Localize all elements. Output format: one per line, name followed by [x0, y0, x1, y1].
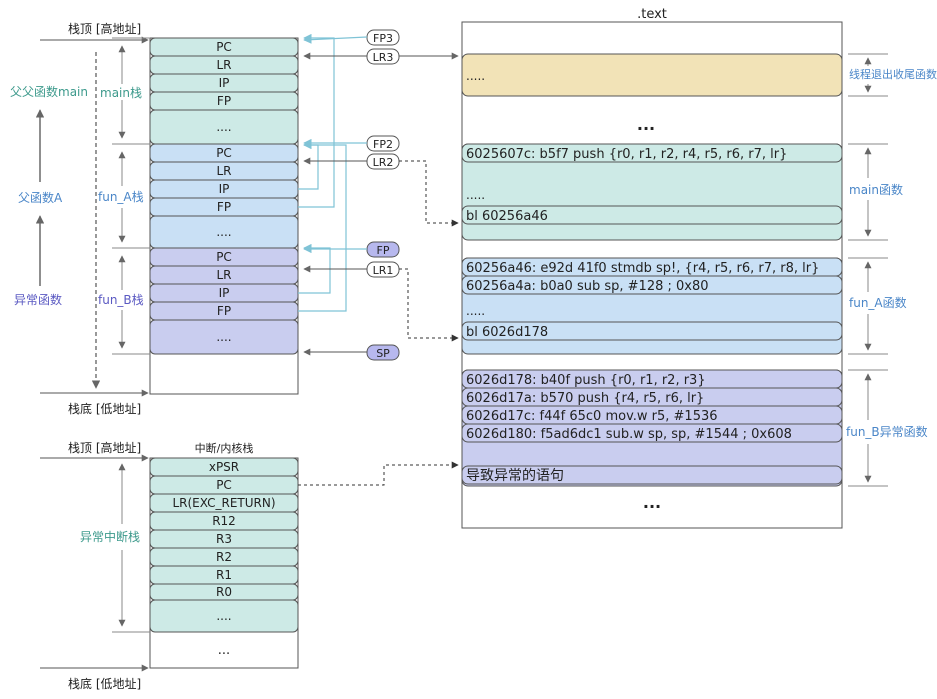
isr-side-label: 异常中断栈 — [80, 529, 140, 544]
pointer-lr1: LR1 — [303, 261, 459, 342]
funa-more: .... — [216, 225, 231, 239]
svg-text:LR2: LR2 — [373, 156, 394, 169]
isr-xpsr: xPSR — [209, 460, 239, 474]
funa-code-0: 60256a46: e92d 41f0 stmdb sp!, {r4, r5, … — [466, 261, 819, 276]
isr-bottom-dots: ... — [218, 643, 230, 658]
stack-top-label: 栈顶 [高地址] — [68, 21, 141, 36]
funb-code-line — [461, 465, 843, 485]
funa-code-3: bl 6026d178 — [466, 325, 548, 340]
isr-pc-link — [298, 461, 459, 486]
text-dots-1: ... — [637, 115, 655, 134]
funb-func-label: fun_B异常函数 — [846, 424, 928, 439]
text-dots-2: ... — [643, 493, 661, 512]
funa-stack-frame: PC LR IP FP .... — [149, 143, 299, 249]
label-bg — [98, 293, 146, 307]
main-ip: IP — [219, 76, 230, 90]
funb-more: .... — [216, 330, 231, 344]
isr-lr: LR(EXC_RETURN) — [172, 496, 275, 510]
funb-pc: PC — [216, 250, 232, 264]
pointer-lr2: LR2 — [303, 153, 459, 227]
exit-line: ..... — [466, 69, 485, 83]
svg-text:LR1: LR1 — [373, 264, 394, 277]
isr-pc: PC — [216, 478, 232, 492]
funb-code-line — [461, 423, 843, 443]
isr-bottom-label: 栈底 [低地址] — [68, 676, 141, 691]
isr-r1: R1 — [216, 568, 232, 582]
funb-lr: LR — [216, 268, 231, 282]
pointer-sp: SP — [303, 344, 400, 361]
caller-exc-label: 异常函数 — [14, 292, 62, 307]
pointer-fp2: FP2 — [303, 135, 400, 152]
main-stack-frame: PC LR IP FP .... — [149, 37, 299, 145]
funb-frame-label: fun_B栈 — [98, 292, 144, 307]
pointer-fp3: FP3 — [303, 29, 400, 46]
svg-text:SP: SP — [376, 347, 390, 360]
label-bg — [98, 190, 146, 204]
funb-code-0: 6026d178: b40f push {r0, r1, r2, r3} — [466, 373, 706, 388]
funa-code-2: ..... — [466, 304, 485, 318]
funa-fp: FP — [217, 200, 231, 214]
isr-r0: R0 — [216, 585, 232, 599]
label-bg — [80, 530, 146, 544]
svg-text:FP3: FP3 — [373, 32, 393, 45]
funa-code-line — [461, 321, 843, 341]
isr-bracket — [112, 463, 150, 633]
isr-cells: xPSR PC LR(EXC_RETURN) R12 R3 R2 R1 R0 .… — [149, 457, 299, 658]
svg-text:LR3: LR3 — [373, 51, 394, 64]
text-title: .text — [637, 7, 667, 22]
exit-block — [461, 53, 843, 97]
caller-a-label: 父函数A — [18, 190, 63, 205]
text-brackets — [848, 53, 888, 487]
funb-stack-frame: PC LR IP FP .... — [149, 247, 299, 355]
funa-lr: LR — [216, 164, 231, 178]
fp-chain-lines — [298, 33, 347, 312]
isr-r2: R2 — [216, 550, 232, 564]
funb-code-2: 6026d17c: f44f 65c0 mov.w r5, #1536 — [466, 409, 718, 424]
caller-main-label: 父父函数main — [10, 84, 88, 99]
label-bg — [100, 86, 146, 100]
main-code-line — [461, 143, 843, 163]
funa-code-line — [461, 275, 843, 295]
svg-text:FP2: FP2 — [373, 138, 393, 151]
label-bg — [846, 424, 932, 440]
main-pc: PC — [216, 40, 232, 54]
funa-frame-label: fun_A栈 — [98, 189, 144, 204]
stack-bottom-label: 栈底 [低地址] — [68, 401, 141, 416]
label-bg — [848, 296, 910, 310]
funb-code-4: 导致异常的语句 — [466, 468, 564, 484]
isr-more: .... — [216, 609, 231, 623]
isr-title: 中断/内核栈 — [195, 441, 254, 455]
main-more: .... — [216, 120, 231, 134]
funb-code-1: 6026d17a: b570 push {r4, r5, r6, lr} — [466, 391, 704, 406]
funa-code-1: 60256a4a: b0a0 sub sp, #128 ; 0x80 — [466, 279, 709, 294]
funb-ip: IP — [219, 286, 230, 300]
funb-fp: FP — [217, 304, 231, 318]
funa-ip: IP — [219, 182, 230, 196]
funb-code-3: 6026d180: f5ad6dc1 sub.w sp, sp, #1544 ;… — [466, 427, 792, 442]
main-func-label: main函数 — [849, 182, 903, 197]
frame-brackets — [112, 37, 150, 355]
svg-text:FP: FP — [377, 244, 390, 257]
main-fp: FP — [217, 94, 231, 108]
main-code-line — [461, 205, 843, 225]
isr-r12: R12 — [212, 514, 236, 528]
exit-func-label: 线程退出收尾函数 — [849, 67, 937, 81]
main-code-2: bl 60256a46 — [466, 209, 548, 224]
pointer-lr3: LR3 — [303, 48, 459, 65]
isr-r3: R3 — [216, 532, 232, 546]
main-code-0: 6025607c: b5f7 push {r0, r1, r2, r4, r5,… — [466, 147, 787, 162]
label-bg — [848, 67, 936, 81]
main-lr: LR — [216, 58, 231, 72]
funa-pc: PC — [216, 146, 232, 160]
main-code-1: ..... — [466, 188, 485, 202]
label-bg — [848, 182, 908, 196]
isr-top-label: 栈顶 [高地址] — [68, 440, 141, 455]
funa-func-label: fun_A函数 — [849, 295, 907, 310]
pointer-fp: FP — [303, 241, 400, 258]
main-frame-label: main栈 — [100, 85, 142, 100]
